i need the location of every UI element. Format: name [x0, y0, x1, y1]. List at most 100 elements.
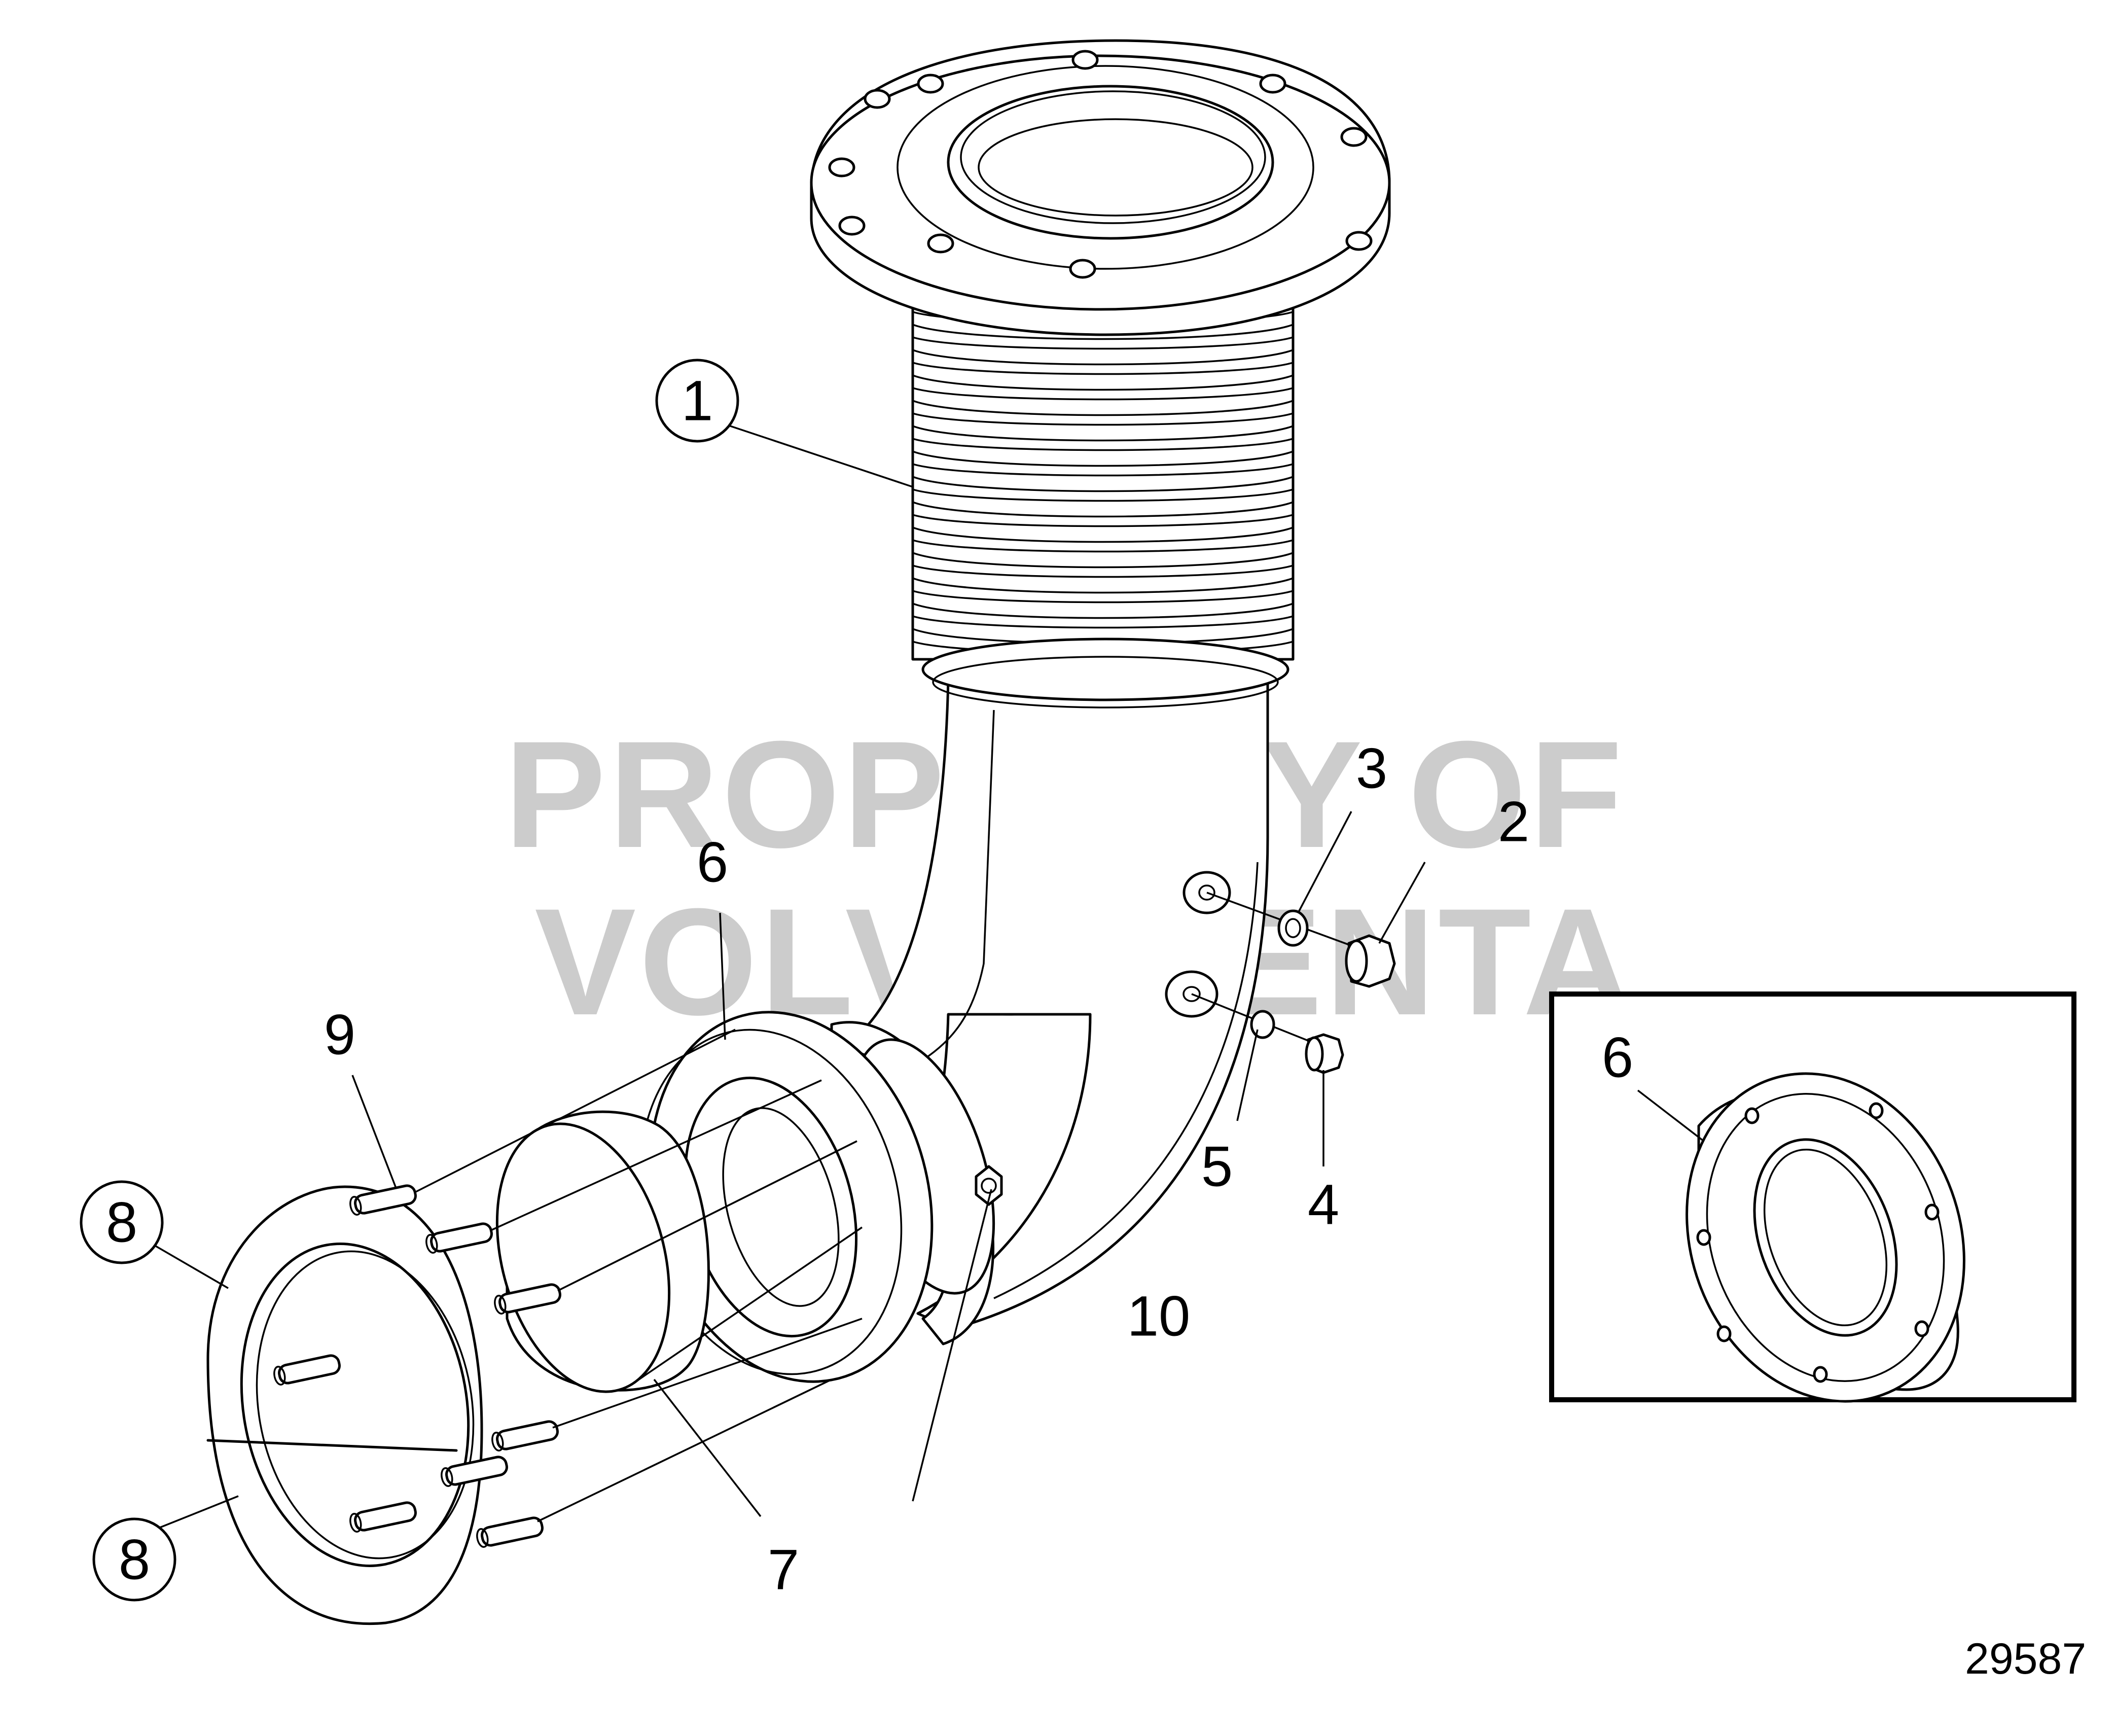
bellows-rib: [912, 501, 1294, 518]
stud-body: [278, 1354, 341, 1385]
stud-end: [494, 1294, 507, 1315]
inset-bolt-hole: [1924, 1203, 1940, 1221]
nut-10: [975, 1165, 1003, 1206]
flange-bolt-hole: [1069, 259, 1096, 279]
callout-10: 10: [1127, 1285, 1191, 1348]
callout-8-upper: 8: [80, 1180, 164, 1264]
stud-body: [430, 1222, 493, 1253]
callout-4-label: 4: [1308, 1173, 1339, 1236]
stud: [273, 1354, 341, 1386]
bellows-rib-groove: [912, 615, 1294, 629]
stud-end: [349, 1195, 362, 1216]
stud: [349, 1184, 417, 1216]
stud-end: [273, 1365, 286, 1386]
stud-body: [481, 1516, 544, 1547]
inset-bolt-hole: [1744, 1107, 1760, 1124]
plug-assembly-lower: [1165, 970, 1344, 1074]
bellows-rib-groove: [912, 539, 1294, 553]
flange-bolt-hole: [828, 157, 855, 178]
callout-3-label: 3: [1356, 737, 1387, 800]
stud-alignment-line: [557, 1140, 857, 1292]
flange-bolt-hole: [838, 216, 866, 236]
bellows-rib: [912, 577, 1294, 594]
bellows-rib-groove: [912, 336, 1294, 350]
washer-3: [1277, 909, 1309, 947]
figure-number: 29587: [1965, 1635, 2086, 1683]
bellows-rib: [912, 400, 1294, 416]
bellows-rib: [912, 603, 1294, 619]
callout-9: 9: [324, 1003, 355, 1067]
bellows-rib: [912, 552, 1294, 569]
inset-seal-ring-6: [1686, 1072, 1965, 1403]
split-flange-8: [206, 1185, 483, 1625]
stud: [349, 1501, 417, 1533]
callout-2-label: 2: [1498, 790, 1529, 854]
stud: [425, 1222, 493, 1254]
stud-body: [354, 1501, 417, 1532]
flange-bolt-hole: [1259, 74, 1286, 94]
flange-bolt-hole: [1345, 231, 1373, 251]
callout-2: 2: [1498, 790, 1529, 854]
leader-lines: [149, 425, 1705, 1533]
inset-bolt-hole: [1716, 1325, 1732, 1342]
bellows-rib-groove: [912, 488, 1294, 502]
callout-1: 1: [655, 359, 739, 443]
bellows-rib: [912, 374, 1294, 391]
bellows-rib: [912, 476, 1294, 492]
callout-6-label: 6: [697, 831, 728, 894]
callout-5: 5: [1201, 1135, 1233, 1198]
stud-alignment-line: [491, 1079, 822, 1231]
callout-6-inset: 6: [1602, 1026, 1633, 1089]
inset-bolt-holes: [1696, 1102, 1940, 1383]
bellows-rib: [912, 450, 1294, 467]
callout-5-label: 5: [1201, 1135, 1233, 1198]
flange-bolt-hole: [1340, 127, 1368, 147]
inset-view: [1549, 991, 2076, 1403]
stud-alignment-line: [552, 1318, 863, 1429]
flange-bolt-hole: [917, 74, 944, 94]
top-flange: [810, 39, 1391, 336]
callout-6: 6: [697, 831, 728, 894]
callout-3: 3: [1356, 737, 1387, 800]
flange-bolt-hole: [927, 233, 954, 254]
washer-5: [1250, 1010, 1275, 1039]
inset-bolt-hole: [1813, 1366, 1828, 1383]
callout-7: 7: [768, 1538, 799, 1602]
stud: [441, 1456, 508, 1487]
callout-1-label: 1: [682, 369, 713, 433]
callout-8-upper-label: 8: [106, 1191, 137, 1254]
stud-alignment-line: [415, 1029, 736, 1193]
bellows-rib-groove: [912, 590, 1294, 604]
stud-body: [498, 1283, 561, 1314]
stud-body: [496, 1420, 559, 1450]
stud-end: [441, 1467, 453, 1487]
inset-bolt-hole: [1869, 1102, 1884, 1119]
stud-end: [425, 1233, 438, 1254]
callout-8-lower-label: 8: [119, 1528, 150, 1591]
bellows-rib-groove: [912, 387, 1294, 401]
inset-bolt-hole: [1696, 1229, 1711, 1246]
callout-4: 4: [1308, 1173, 1339, 1236]
stud-end: [349, 1512, 362, 1533]
callout-7-label: 7: [768, 1538, 799, 1602]
bellows: [911, 282, 1295, 708]
stud: [494, 1283, 561, 1315]
callout-10-label: 10: [1127, 1285, 1191, 1348]
bellows-rib: [912, 324, 1294, 340]
stud: [476, 1516, 544, 1548]
stud-end: [476, 1528, 489, 1548]
bellows-rib: [912, 526, 1294, 543]
gasket-7: [495, 1110, 710, 1393]
bellows-rib-groove: [912, 463, 1294, 477]
bellows-rib-groove: [912, 564, 1294, 578]
inset-bolt-hole: [1914, 1320, 1929, 1337]
bellows-rib-groove: [912, 412, 1294, 426]
bellows-rib: [912, 425, 1294, 442]
seal-ring-6: [639, 1011, 934, 1383]
bellows-rib-groove: [912, 438, 1294, 451]
bellows-rib-groove: [912, 362, 1294, 375]
stud-alignment-lines: [415, 1029, 863, 1522]
bellows-rib-groove: [912, 514, 1294, 527]
flange-bolt-holes: [828, 50, 1373, 279]
